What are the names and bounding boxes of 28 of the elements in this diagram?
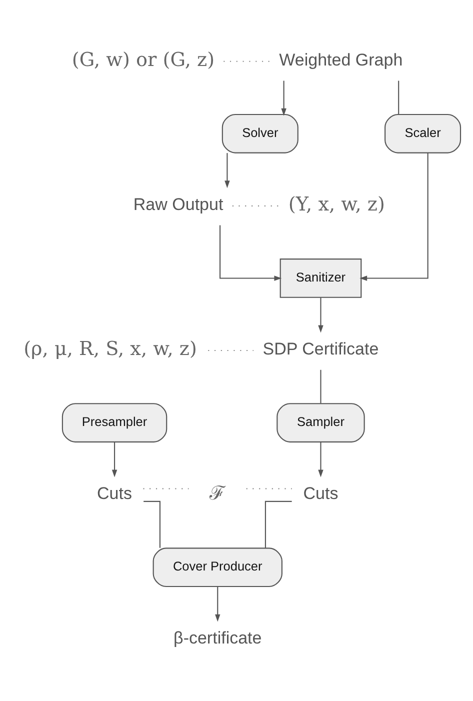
node-text: (G, w) or (G, z) [72,48,215,72]
node-text: SDP Certificate [262,340,379,359]
node-text: Weighted Graph [279,50,403,70]
connector [398,80,400,114]
node-box: Solver [222,114,298,154]
node-text: (Y, x, w, z) [288,192,385,216]
node-text: (ρ, μ, R, S, x, w, z) [24,337,197,360]
arrow [318,442,324,478]
arrow [215,586,220,622]
connector [320,370,322,404]
node-text: β-certificate [174,628,262,648]
connector [264,500,292,548]
arrow [220,225,282,281]
node-box: Cover Producer [152,548,282,587]
node-box: Sampler [276,403,365,442]
arrow [281,80,286,116]
node-text: ℱ [210,482,226,505]
arrow [360,152,428,281]
arrow [112,442,118,478]
node-text: Cuts [97,484,132,504]
node-box: Scaler [384,114,462,154]
node-box: Presampler [62,403,168,442]
node-text: Raw Output [133,194,224,214]
arrow [224,153,230,188]
node-text: Cuts [303,484,338,504]
arrow [318,298,324,333]
node-box: Sanitizer [280,258,362,298]
connector [144,500,160,548]
